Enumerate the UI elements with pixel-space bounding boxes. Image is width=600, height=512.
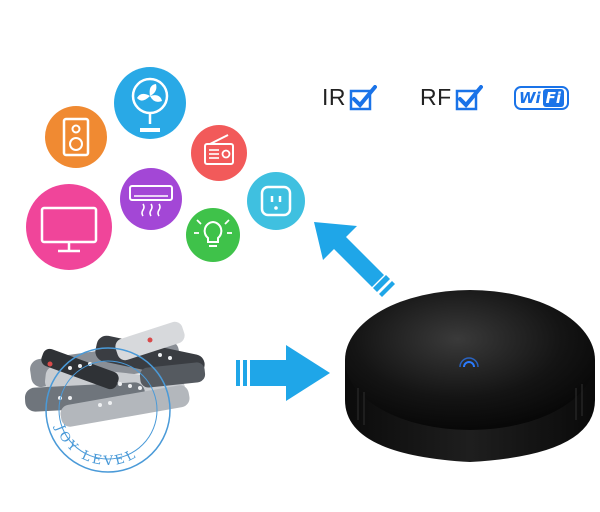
wifi-label-a: Wi	[518, 89, 541, 107]
light-bulb-icon	[186, 208, 240, 262]
fan-icon	[114, 67, 186, 139]
arrow-up-left-icon	[314, 222, 395, 297]
protocol-ir: IR	[322, 84, 377, 111]
check-icon	[455, 84, 483, 110]
rf-label: RF	[420, 84, 452, 110]
television-icon	[26, 184, 112, 270]
speaker-icon	[45, 106, 107, 168]
remote-control-icon	[24, 321, 206, 427]
led-indicator-icon	[459, 357, 479, 368]
radio-icon	[191, 125, 247, 181]
air-conditioner-icon	[120, 168, 182, 230]
check-icon	[349, 84, 377, 110]
smart-socket-icon	[247, 172, 305, 230]
arrow-right-icon	[236, 345, 330, 401]
ir-label: IR	[322, 84, 346, 110]
protocol-rf: RF	[420, 84, 483, 111]
wifi-label-b: Fi	[542, 89, 565, 107]
